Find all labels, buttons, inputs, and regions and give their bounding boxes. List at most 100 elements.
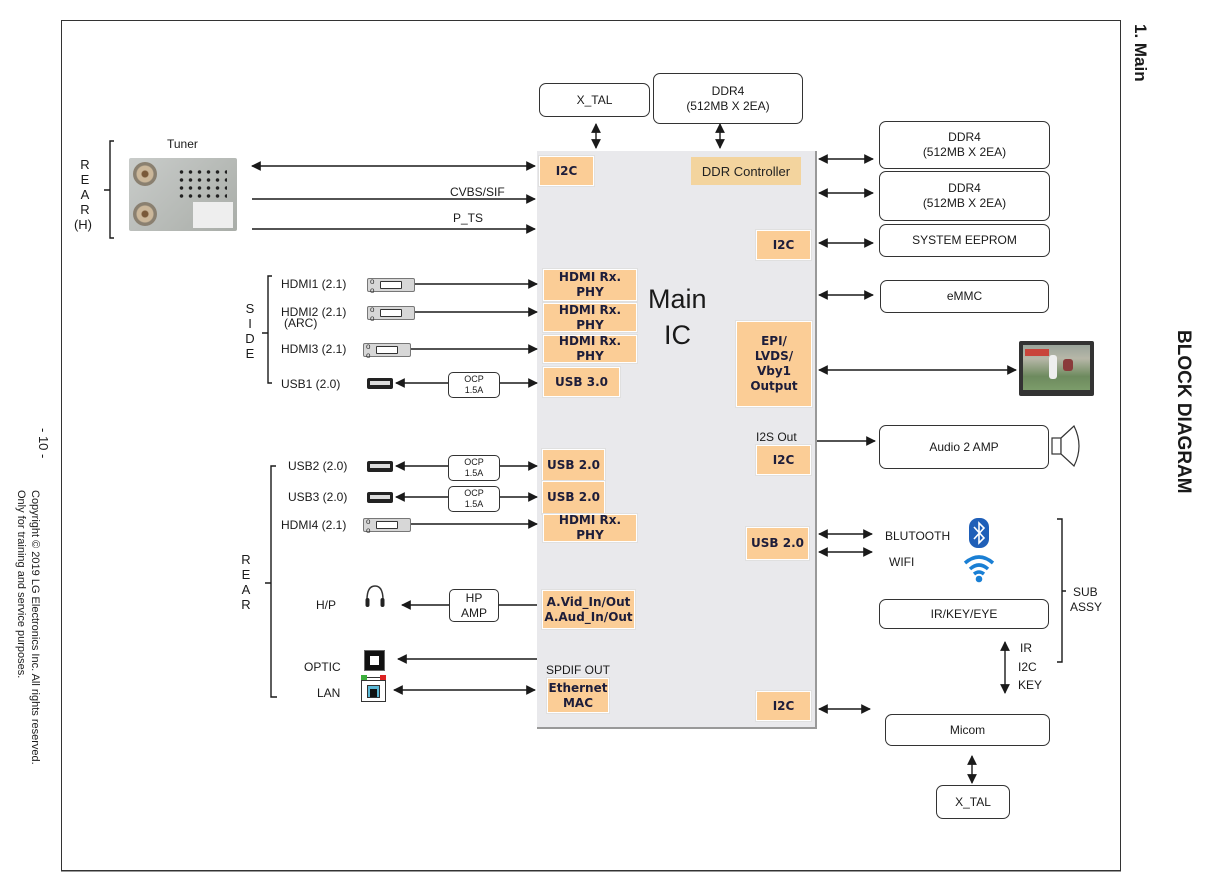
tuner-label: Tuner [167, 137, 198, 151]
rear-h-letter: A [80, 187, 90, 202]
usb1-connector-icon [367, 378, 393, 389]
bluetooth-icon [969, 518, 989, 548]
usb3-ocp-box: OCP 1.5A [448, 486, 500, 512]
hdmi4-phy-block: HDMI Rx. PHY [542, 513, 638, 543]
aaud-label: A.Aud_In/Out [544, 609, 633, 624]
vby1-label: Vby1 [756, 364, 792, 378]
tv-panel-image [1019, 341, 1094, 396]
usb1-ocp-box: OCP 1.5A [448, 372, 500, 398]
usb2-label: USB2 (2.0) [288, 459, 348, 473]
epi-label: EPI/ [761, 334, 787, 348]
key-signal-label: KEY [1018, 678, 1043, 692]
mac-label: MAC [562, 695, 594, 710]
ir-key-eye-label: IR/KEY/EYE [930, 606, 998, 621]
speaker-icon [1051, 425, 1080, 467]
page-number: - 10 - [36, 428, 51, 459]
usb20-b-block: USB 2.0 [541, 480, 606, 515]
ir-key-eye-box: IR/KEY/EYE [879, 599, 1049, 629]
main-ic-title-line2: IC [664, 320, 691, 350]
system-eeprom-label: SYSTEM EEPROM [912, 233, 1017, 247]
side-letter: S [245, 301, 255, 316]
tuner-module-image [129, 158, 237, 231]
rear-letter: E [241, 567, 251, 582]
rear-letter: R [241, 552, 251, 567]
analog-av-block: A.Vid_In/Out A.Aud_In/Out [541, 589, 636, 630]
ocp-current: 1.5A [464, 468, 484, 478]
hp-amp-label: HP [465, 590, 483, 605]
hdmi2-label: HDMI2 (2.1) [281, 305, 347, 319]
side-letter: I [248, 316, 252, 331]
rear-h-label: R E A R (H) [74, 157, 93, 232]
epi-lvds-vby1-output-block: EPI/ LVDS/ Vby1 Output [735, 320, 813, 408]
i2s-out-label: I2S Out [756, 430, 797, 444]
ddr4-b-label: DDR4 [948, 181, 981, 195]
usb30-block: USB 3.0 [542, 366, 621, 398]
hdmi1-phy-block: HDMI Rx. PHY [542, 268, 638, 302]
diagram-title: BLOCK DIAGRAM [1173, 330, 1194, 494]
output-label: Output [750, 379, 798, 393]
ocp-label: OCP [464, 457, 484, 467]
ethernet-mac-block: Ethernet MAC [546, 677, 610, 714]
hdmi3-phy-block: HDMI Rx. PHY [542, 334, 638, 364]
xtal-label: X_TAL [576, 92, 613, 107]
usb1-label: USB1 (2.0) [281, 377, 341, 391]
emmc-box: eMMC [880, 280, 1049, 313]
ocp-label: OCP [464, 374, 484, 384]
hdmi2-phy-block: HDMI Rx. PHY [542, 302, 638, 333]
micom-xtal-label: X_TAL [955, 794, 991, 809]
hp-amp-label-line2: AMP [460, 605, 487, 620]
hdmi3-connector-icon [363, 342, 411, 360]
i2c-micom-block: I2C [755, 690, 812, 722]
rear-h-letter: (H) [73, 217, 93, 232]
ir-signal-label: IR [1020, 641, 1032, 655]
hdmi2-connector-icon [367, 305, 415, 323]
headphone-icon [365, 585, 385, 607]
copyright-line2: Only for training and service purposes. [15, 490, 27, 679]
micom-box: Micom [885, 714, 1050, 746]
diagram-frame [61, 20, 1121, 871]
usb20-a-block: USB 2.0 [541, 448, 606, 482]
ddr-controller-block: DDR Controller [691, 157, 801, 185]
audio-amp-label: Audio 2 AMP [929, 439, 999, 454]
bracket-side [262, 275, 272, 384]
i2c-audio-block: I2C [755, 444, 812, 476]
hdmi4-connector-icon [363, 517, 411, 535]
i2c-signal-label: I2C [1018, 660, 1037, 674]
hdmi4-label: HDMI4 (2.1) [281, 518, 347, 532]
rear-letter: A [241, 582, 251, 597]
rear-label: R E A R [239, 552, 253, 612]
hdmi2-arc-label: (ARC) [284, 316, 318, 330]
avid-label: A.Vid_In/Out [546, 594, 631, 609]
hdmi1-connector-icon [367, 277, 415, 295]
copyright-line1: Copyright © 2019 LG Electronics Inc. All… [29, 490, 41, 765]
bracket-rear [265, 465, 277, 698]
ocp-current: 1.5A [464, 385, 484, 395]
hdmi1-label: HDMI1 (2.1) [281, 277, 347, 291]
rear-letter: R [241, 597, 251, 612]
ddr4-top-box: DDR4 (512MB X 2EA) [653, 73, 803, 124]
ddr4-a-capacity: (512MB X 2EA) [922, 145, 1007, 159]
i2c-tuner-block: I2C [538, 155, 595, 187]
optical-port-icon [364, 650, 385, 671]
ocp-label: OCP [464, 488, 484, 498]
ddr4-a-label: DDR4 [948, 130, 981, 144]
micom-xtal-box: X_TAL [936, 785, 1010, 819]
side-letter: E [245, 346, 255, 361]
side-letter: D [245, 331, 255, 346]
section-title: 1. Main [1131, 24, 1150, 82]
bluetooth-label: BLUTOOTH [885, 529, 951, 543]
spdif-out-label: SPDIF OUT [546, 663, 611, 677]
hp-label: H/P [316, 598, 337, 612]
ddr4-top-capacity: (512MB X 2EA) [686, 98, 770, 113]
sub-assy-label-line1: SUB [1073, 585, 1098, 599]
wifi-icon [963, 555, 995, 583]
usb2-ocp-box: OCP 1.5A [448, 455, 500, 481]
rear-h-letter: R [80, 202, 90, 217]
usb2-connector-icon [367, 461, 393, 472]
bracket-rear-h [104, 140, 114, 239]
xtal-box: X_TAL [539, 83, 650, 117]
ddr4-b-capacity: (512MB X 2EA) [922, 196, 1007, 210]
cvbs-sif-label: CVBS/SIF [450, 185, 505, 199]
sub-assy-label-line2: ASSY [1070, 600, 1103, 614]
